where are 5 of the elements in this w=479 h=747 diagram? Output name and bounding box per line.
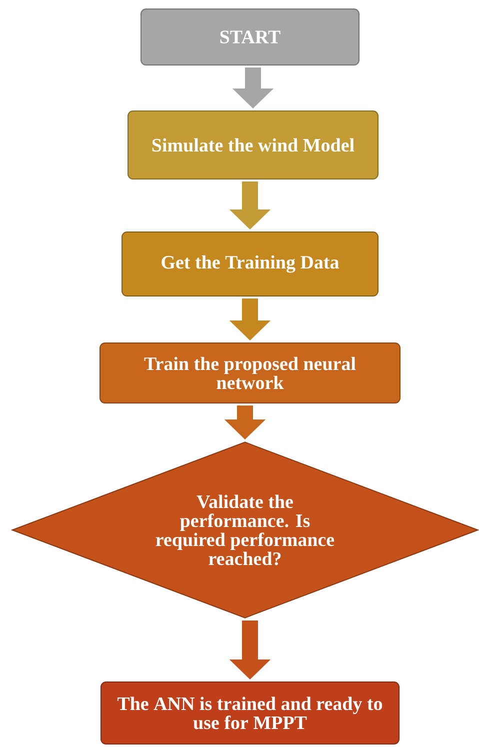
process-box: Train the proposed neural network (100, 342, 400, 404)
process-box: Simulate the wind Model (128, 110, 378, 180)
process-box: The ANN is trained and ready to use for MPPT (100, 682, 400, 744)
process-box: Get the Training Data (122, 232, 378, 296)
process-box: START (140, 8, 360, 66)
